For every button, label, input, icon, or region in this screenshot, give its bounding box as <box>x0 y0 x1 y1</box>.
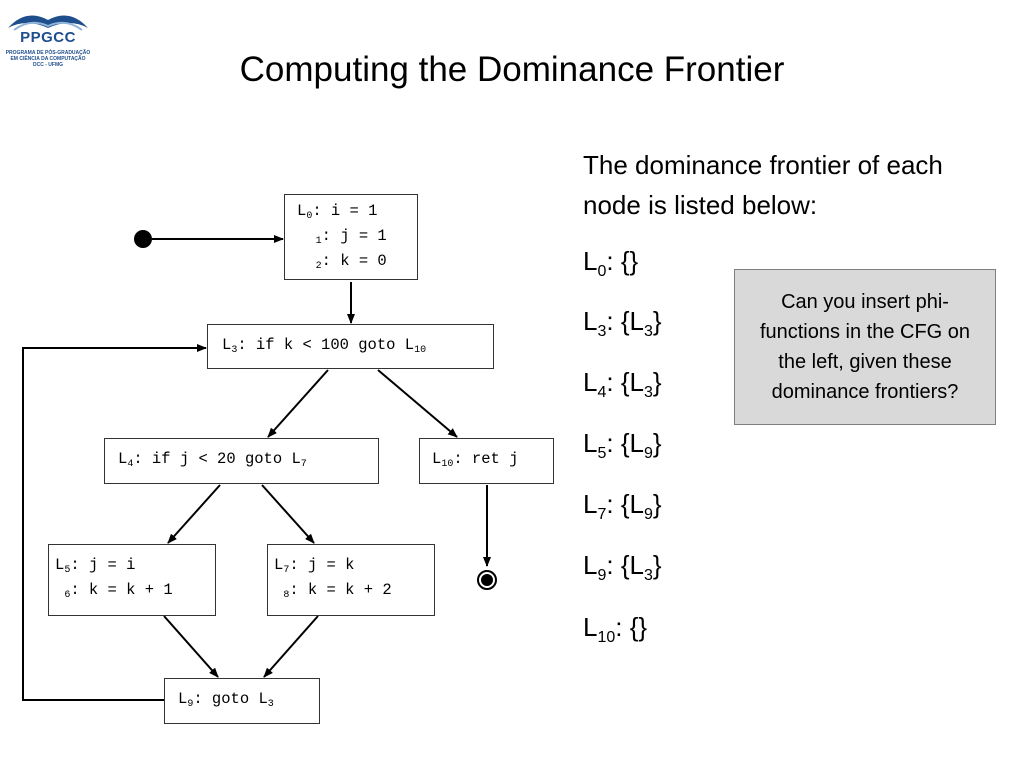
logo-line-2: EM CIÊNCIA DA COMPUTAÇÃO <box>10 56 86 62</box>
cfg-node-l0: L0: i = 1 1: j = 1 2: k = 0 <box>284 194 418 280</box>
question-text: Can you insert phi-functions in the CFG … <box>759 291 971 403</box>
cfg-node-l10: L10: ret j <box>419 438 554 484</box>
cfg-node-l7: L7: j = k 8: k = k + 2 <box>267 544 435 616</box>
frontier-intro-text: The dominance frontier of each node is l… <box>583 150 943 220</box>
frontier-l5: L5: {L9} <box>583 428 662 462</box>
logo-name: PPGCC <box>20 29 76 46</box>
slide-title: Computing the Dominance Frontier <box>239 50 785 89</box>
exit-node <box>481 574 493 586</box>
edge-l5-l9 <box>163 615 219 678</box>
frontier-l4: L4: {L3} <box>583 367 662 401</box>
frontier-l10: L10: {} <box>583 612 648 646</box>
edge-l4-l7 <box>261 484 315 544</box>
question-callout: Can you insert phi-functions in the CFG … <box>734 269 996 425</box>
edge-l7-l9 <box>263 615 319 678</box>
cfg-node-l4: L4: if j < 20 goto L7 <box>104 438 379 484</box>
cfg-node-l9: L9: goto L3 <box>164 678 320 724</box>
logo-line-3: DCC - UFMG <box>33 62 63 68</box>
exit-node-ring <box>477 570 497 590</box>
frontier-l3: L3: {L3} <box>583 306 662 340</box>
logo-wings-icon <box>8 15 88 31</box>
logo-line-1: PROGRAMA DE PÓS-GRADUAÇÃO <box>5 50 91 56</box>
frontier-l7: L7: {L9} <box>583 489 662 523</box>
edge-l3-l10 <box>377 369 458 438</box>
edge-l4-l5 <box>167 484 221 544</box>
entry-node <box>134 230 152 248</box>
edge-l3-l4 <box>267 369 329 438</box>
ppgcc-logo: PPGCC PROGRAMA DE PÓS-GRADUAÇÃO EM CIÊNC… <box>4 6 92 70</box>
edge-l9-l3-back <box>22 344 207 701</box>
cfg-node-l5: L5: j = i 6: k = k + 1 <box>48 544 216 616</box>
frontier-l9: L9: {L3} <box>583 550 662 584</box>
cfg-node-l3: L3: if k < 100 goto L10 <box>207 324 494 369</box>
frontier-l0: L0: {} <box>583 246 639 280</box>
